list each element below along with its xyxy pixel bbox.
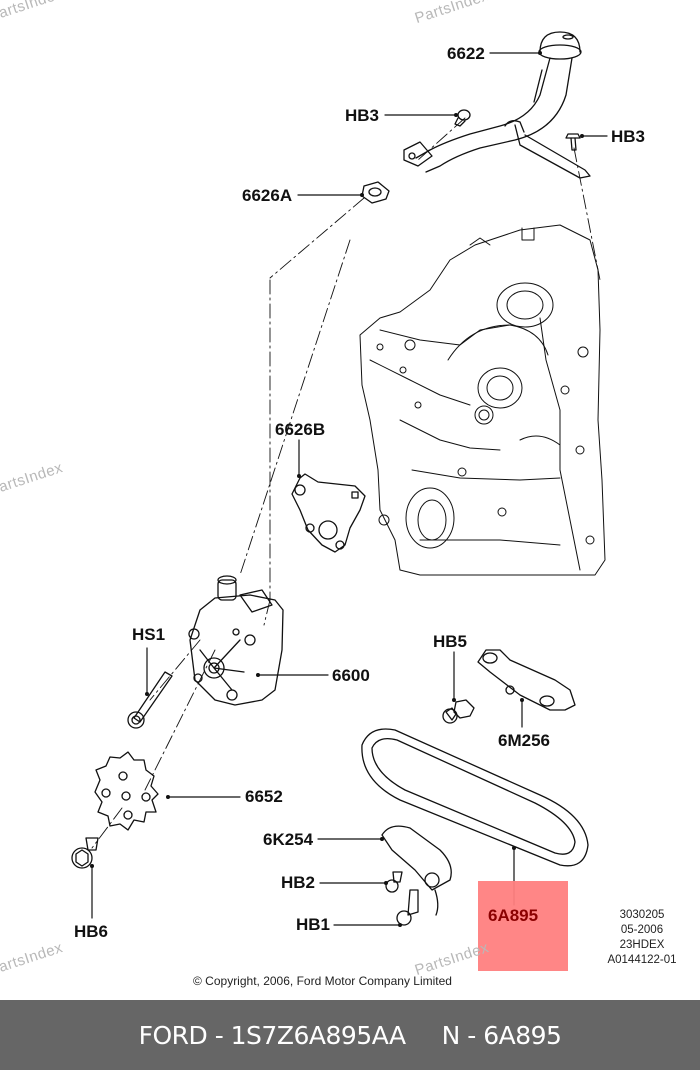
ref-code: A0144122-01 <box>607 954 677 966</box>
reference-part-number: N - 6A895 <box>441 1020 562 1050</box>
ref-code: 3030205 <box>619 909 665 921</box>
timing-chain-6a895 <box>361 728 589 867</box>
leader-dots <box>90 51 584 927</box>
callout-hb6[interactable]: HB6 <box>74 922 109 941</box>
callout-6622[interactable]: 6622 <box>447 44 485 63</box>
bolt-hb3-right <box>565 133 581 151</box>
chain-tensioner-6k254 <box>381 825 452 916</box>
chain-guide-6m256 <box>477 649 576 711</box>
callout-6626b[interactable]: 6626B <box>275 420 326 439</box>
callout-hs1[interactable]: HS1 <box>132 625 166 644</box>
bolt-hb1 <box>396 889 419 926</box>
callout-hb5[interactable]: HB5 <box>433 632 468 651</box>
engine-block <box>359 224 606 576</box>
gasket-6626a <box>361 181 390 204</box>
callout-6k254[interactable]: 6K254 <box>263 830 314 849</box>
selected-part-highlight[interactable] <box>478 881 568 971</box>
oil-pump-6600 <box>188 575 284 706</box>
bolt-hb2 <box>385 871 403 893</box>
callout-6600[interactable]: 6600 <box>332 666 370 685</box>
bolt-hb5 <box>442 699 475 724</box>
brand-part-number: FORD - 1S7Z6A895AA <box>138 1020 407 1050</box>
bolt-hs1 <box>127 671 173 729</box>
gasket-6626b <box>291 473 366 553</box>
ref-code: 23HDEX <box>619 939 665 951</box>
callout-6m256[interactable]: 6M256 <box>498 731 550 750</box>
bolt-hb6 <box>71 837 99 869</box>
bolt-hb3-left <box>454 109 471 127</box>
callout-hb3-left[interactable]: HB3 <box>345 106 380 125</box>
leader-lines <box>91 52 608 926</box>
part-number-footer: FORD - 1S7Z6A895AA N - 6A895 <box>0 1000 700 1070</box>
copyright-notice: © Copyright, 2006, Ford Motor Company Li… <box>193 974 452 988</box>
diagram-reference-codes: 3030205 05-2006 23HDEX A0144122-01 <box>598 908 686 968</box>
callout-6a895-highlighted[interactable]: 6A895 <box>488 906 539 925</box>
parts-diagram: 6A895 6622 HB3 HB3 6626A 6626B HS1 6600 … <box>0 0 686 988</box>
diagram-drawing <box>71 31 608 927</box>
callout-6626a[interactable]: 6626A <box>242 186 293 205</box>
ref-date: 05-2006 <box>620 924 664 936</box>
oil-pickup-tube-6622 <box>403 31 591 179</box>
callout-hb1[interactable]: HB1 <box>296 915 331 934</box>
callout-hb2[interactable]: HB2 <box>281 873 316 892</box>
oil-pump-sprocket-6652 <box>94 751 159 831</box>
callout-hb3-right[interactable]: HB3 <box>611 127 646 146</box>
callout-6652[interactable]: 6652 <box>245 787 283 806</box>
